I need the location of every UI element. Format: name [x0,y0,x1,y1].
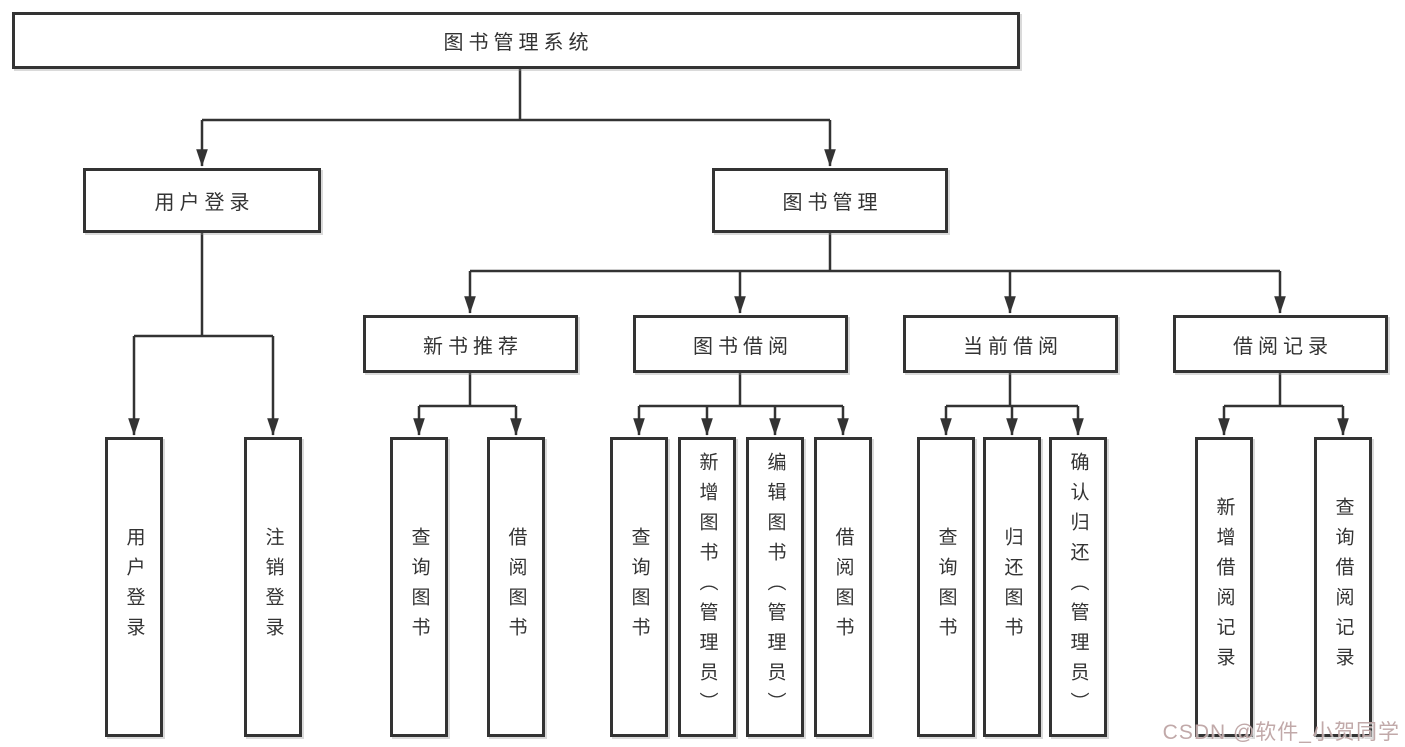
node-borrow-records: 借阅记录 [1173,315,1388,373]
leaf-confirm-return-admin: 确认归还（管理员） [1049,437,1107,737]
leaf-query-borrow-record: 查询借阅记录 [1314,437,1372,737]
node-new-book-recommend-label: 新书推荐 [423,335,523,358]
node-library-system: 图书管理系统 [12,12,1020,69]
tree-edges [128,69,1349,436]
leaf-query-books-current: 查询图书 [917,437,975,737]
leaf-user-login: 用户登录 [105,437,163,737]
node-book-borrow-label: 图书借阅 [693,335,793,358]
leaf-borrow-books-recommend: 借阅图书 [487,437,545,737]
leaf-return-books: 归还图书 [983,437,1041,737]
leaf-user-login-label: 用户登录 [123,527,145,647]
node-user-login-label: 用户登录 [154,192,255,214]
node-book-management-label: 图书管理 [782,192,883,214]
leaf-edit-books-admin: 编辑图书（管理员） [746,437,804,737]
node-library-system-label: 图书管理系统 [443,32,594,54]
node-book-management: 图书管理 [712,168,948,233]
leaf-borrow-books: 借阅图书 [814,437,872,737]
node-borrow-records-label: 借阅记录 [1233,335,1333,358]
leaf-add-books-admin: 新增图书（管理员） [678,437,736,737]
leaf-logout: 注销登录 [244,437,302,737]
node-book-borrow: 图书借阅 [633,315,848,373]
leaf-query-books-borrow: 查询图书 [610,437,668,737]
node-new-book-recommend: 新书推荐 [363,315,578,373]
node-current-borrow: 当前借阅 [903,315,1118,373]
csdn-watermark: CSDN @软件_小贺同学 [1162,721,1400,744]
node-user-login: 用户登录 [83,168,321,233]
leaf-logout-label: 注销登录 [262,527,284,647]
leaf-add-borrow-record: 新增借阅记录 [1195,437,1253,737]
leaf-query-books-recommend: 查询图书 [390,437,448,737]
node-current-borrow-label: 当前借阅 [963,335,1063,358]
